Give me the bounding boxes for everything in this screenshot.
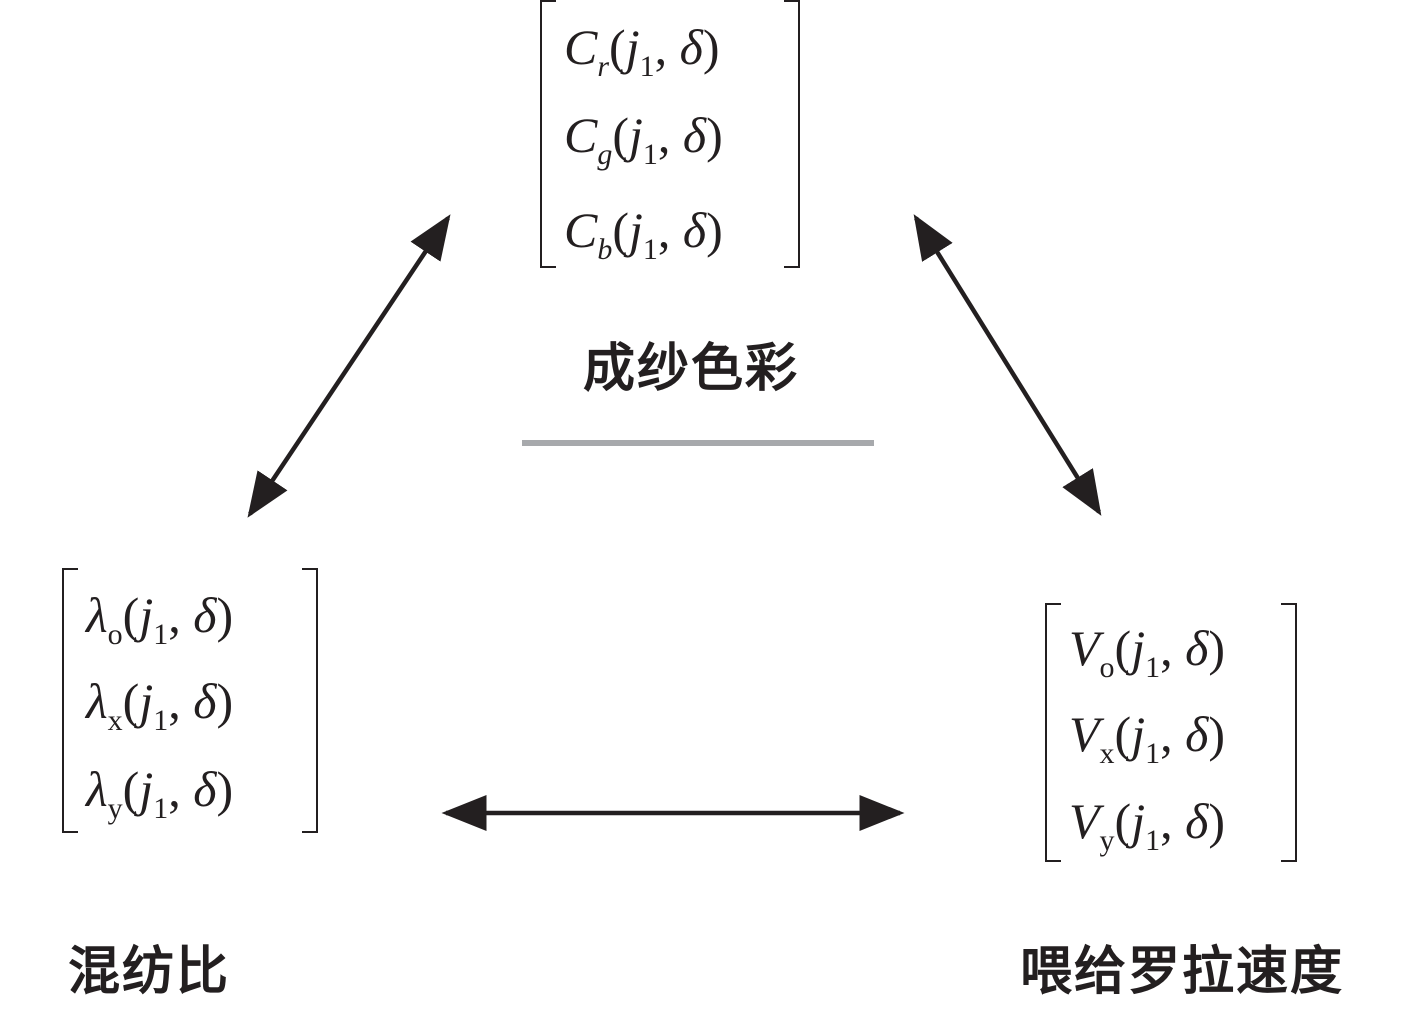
matrix-feed-roller-speed: Vo(j1, δ) Vx(j1, δ) Vy(j1, δ) xyxy=(1045,603,1297,862)
matrix-row: λy(j1, δ) xyxy=(86,761,234,825)
right-bracket xyxy=(784,0,800,268)
right-bracket xyxy=(302,568,318,833)
matrix-row: Vy(j1, δ) xyxy=(1069,793,1226,857)
label-blend-ratio: 混纺比 xyxy=(68,942,231,1002)
left-bracket xyxy=(62,568,78,833)
left-bracket xyxy=(540,0,556,268)
matrix-row: Vx(j1, δ) xyxy=(1069,706,1226,770)
right-bracket xyxy=(1281,603,1297,862)
label-feed-roller-speed: 喂给罗拉速度 xyxy=(1020,942,1345,1002)
label-yarn-color: 成纱色彩 xyxy=(583,339,800,399)
left-bracket xyxy=(1045,603,1061,862)
arrow-top-left xyxy=(247,214,451,518)
matrix-row: Cr(j1, δ) xyxy=(564,19,720,83)
matrix-row: λx(j1, δ) xyxy=(86,673,234,737)
matrix-row: Cb(j1, δ) xyxy=(564,202,723,266)
arrow-top-right xyxy=(913,214,1102,516)
matrix-row: Vo(j1, δ) xyxy=(1069,620,1226,684)
matrix-row: Cg(j1, δ) xyxy=(564,107,723,171)
matrix-row: λo(j1, δ) xyxy=(86,587,234,651)
matrix-blend-ratio: λo(j1, δ) λx(j1, δ) λy(j1, δ) xyxy=(62,568,318,833)
divider-line xyxy=(522,440,874,446)
matrix-yarn-color: Cr(j1, δ) Cg(j1, δ) Cb(j1, δ) xyxy=(540,0,800,268)
